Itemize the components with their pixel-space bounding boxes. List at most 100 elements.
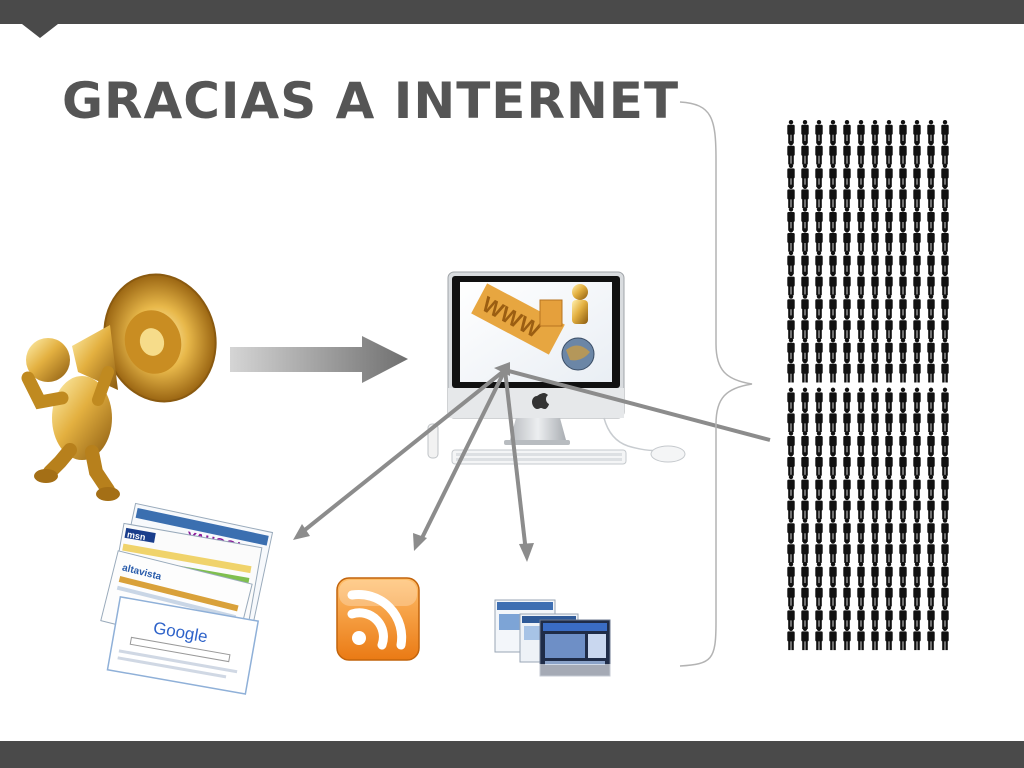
person-icon	[913, 338, 921, 362]
person-icon	[899, 207, 907, 231]
websites-icon	[494, 599, 613, 694]
person-icon	[885, 387, 893, 412]
person-icon	[815, 184, 823, 209]
person-icon	[787, 518, 795, 542]
person-icon	[857, 387, 865, 412]
person-icon	[871, 452, 879, 476]
person-icon	[857, 359, 865, 383]
person-icon	[927, 184, 935, 209]
person-icon	[941, 539, 949, 563]
person-icon	[801, 120, 809, 144]
megaphone-figure-icon	[21, 273, 217, 501]
person-icon	[857, 452, 865, 476]
person-icon	[829, 431, 837, 455]
www-graphic: WWW	[471, 283, 595, 371]
person-icon	[787, 120, 795, 144]
person-icon	[829, 408, 837, 433]
person-icon	[899, 562, 907, 586]
person-icon	[843, 271, 851, 296]
top-bar	[0, 0, 1024, 24]
person-icon	[885, 338, 893, 362]
person-icon	[815, 338, 823, 362]
person-icon	[815, 294, 823, 318]
person-icon	[829, 452, 837, 476]
person-icon	[899, 495, 907, 520]
person-icon	[801, 605, 809, 630]
person-icon	[801, 207, 809, 231]
top-bar-notch	[22, 24, 58, 38]
person-icon	[857, 207, 865, 231]
person-icon	[843, 163, 851, 188]
person-icon	[829, 626, 837, 651]
person-icon	[787, 294, 795, 318]
person-icon	[885, 315, 893, 339]
person-icon	[815, 408, 823, 433]
person-icon	[927, 294, 935, 318]
person-icon	[941, 562, 949, 586]
person-icon	[815, 359, 823, 383]
person-icon	[815, 583, 823, 607]
person-icon	[899, 120, 907, 144]
person-icon	[927, 315, 935, 339]
person-icon	[801, 163, 809, 188]
person-icon	[843, 605, 851, 630]
person-icon	[843, 626, 851, 651]
person-icon	[927, 562, 935, 586]
person-icon	[913, 250, 921, 275]
person-icon	[787, 474, 795, 499]
person-icon	[913, 583, 921, 607]
person-icon	[787, 315, 795, 339]
person-icon	[801, 408, 809, 433]
person-icon	[871, 518, 879, 542]
person-icon	[913, 626, 921, 651]
person-icon	[927, 583, 935, 607]
person-icon	[871, 562, 879, 586]
person-icon	[857, 539, 865, 563]
person-icon	[913, 387, 921, 412]
person-icon	[899, 583, 907, 607]
person-icon	[899, 250, 907, 275]
person-icon	[787, 583, 795, 607]
person-icon	[787, 431, 795, 455]
person-icon	[801, 562, 809, 586]
person-icon	[857, 583, 865, 607]
person-icon	[913, 431, 921, 455]
person-icon	[871, 495, 879, 520]
person-icon	[829, 120, 837, 144]
person-icon	[801, 583, 809, 607]
person-icon	[913, 315, 921, 339]
person-icon	[913, 605, 921, 630]
person-icon	[843, 562, 851, 586]
person-icon	[927, 518, 935, 542]
person-icon	[927, 539, 935, 563]
person-icon	[815, 271, 823, 296]
person-icon	[899, 474, 907, 499]
person-icon	[815, 387, 823, 412]
person-icon	[857, 605, 865, 630]
person-icon	[941, 163, 949, 188]
person-icon	[927, 474, 935, 499]
person-icon	[829, 315, 837, 339]
person-icon	[801, 228, 809, 252]
person-icon	[843, 184, 851, 209]
person-icon	[857, 294, 865, 318]
person-icon	[787, 495, 795, 520]
person-icon	[885, 207, 893, 231]
person-icon	[885, 583, 893, 607]
person-icon	[941, 605, 949, 630]
person-icon	[941, 120, 949, 144]
person-icon	[801, 271, 809, 296]
person-icon	[941, 518, 949, 542]
person-icon	[843, 495, 851, 520]
person-icon	[815, 605, 823, 630]
person-icon	[801, 338, 809, 362]
person-icon	[913, 518, 921, 542]
person-icon	[815, 474, 823, 499]
person-icon	[871, 228, 879, 252]
person-icon	[899, 626, 907, 651]
person-icon	[941, 271, 949, 296]
person-icon	[871, 431, 879, 455]
person-icon	[941, 207, 949, 231]
person-icon	[843, 452, 851, 476]
person-icon	[885, 294, 893, 318]
